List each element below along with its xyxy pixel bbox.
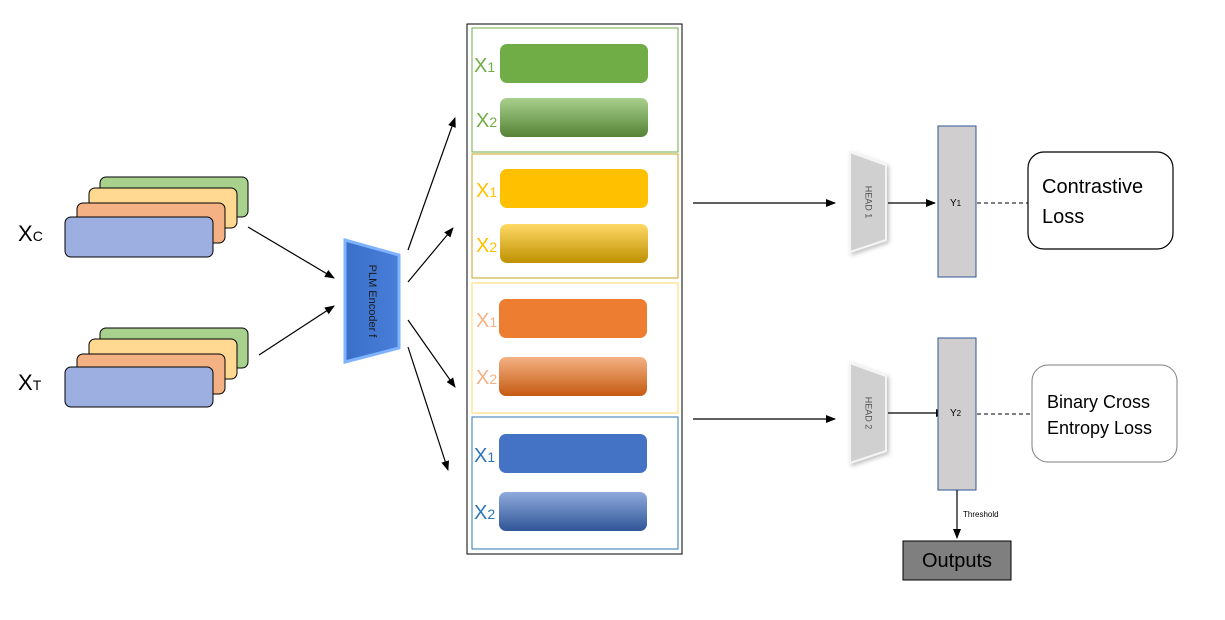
bar-orange-x1 [499,299,647,338]
arrow-encoder-to-group1 [407,117,456,251]
input-stack-xc [64,176,249,258]
contrastive-loss-line2: Loss [1042,206,1084,228]
arrow-encoder-to-group3 [407,319,456,388]
outputs-label: Outputs [922,550,992,572]
contrastive-loss-box [1027,151,1174,250]
bar-yellow-x2 [500,224,648,263]
bar-yellow-x1 [500,169,648,208]
threshold-label: Threshold [963,510,999,519]
outputs-box [902,540,1012,581]
arrow-xc-to-encoder [247,226,335,279]
label-yellow-x2: X2 [476,235,497,257]
y1-box [937,125,977,278]
bar-blue-x1 [499,434,647,473]
bce-loss-line1: Binary Cross [1047,392,1150,412]
plm-encoder [343,238,401,364]
label-blue-x2: X2 [474,502,495,524]
y1-label: Y1 [950,198,962,209]
contrastive-loss-line1: Contrastive [1042,176,1143,198]
label-xt: XT [18,370,42,395]
bar-blue-x2 [499,492,647,531]
bar-green-x2 [500,98,648,137]
y2-label: Y2 [950,408,962,419]
label-green-x2: X2 [476,110,497,132]
head1-label: HEAD 1 [864,186,874,219]
label-blue-x1: X1 [474,445,495,467]
head2-label: HEAD 2 [864,397,874,430]
arrow-encoder-to-group4 [407,346,450,471]
label-orange-x2: X2 [476,367,497,389]
bar-orange-x2 [499,357,647,396]
label-green-x1: X1 [474,55,495,77]
bar-green-x1 [500,44,648,83]
arrow-encoder-to-group2 [407,227,454,283]
label-yellow-x1: X1 [476,180,497,202]
bce-loss-box [1031,364,1178,463]
input-stack-xt [64,327,249,408]
label-xc: XC [18,221,43,246]
encoder-label: PLM Encoder f [366,265,378,339]
label-orange-x1: X1 [476,310,497,332]
head1-block [849,150,887,254]
arrow-xt-to-encoder [258,305,335,356]
bce-loss-line2: Entropy Loss [1047,418,1152,438]
head2-block [849,361,887,465]
